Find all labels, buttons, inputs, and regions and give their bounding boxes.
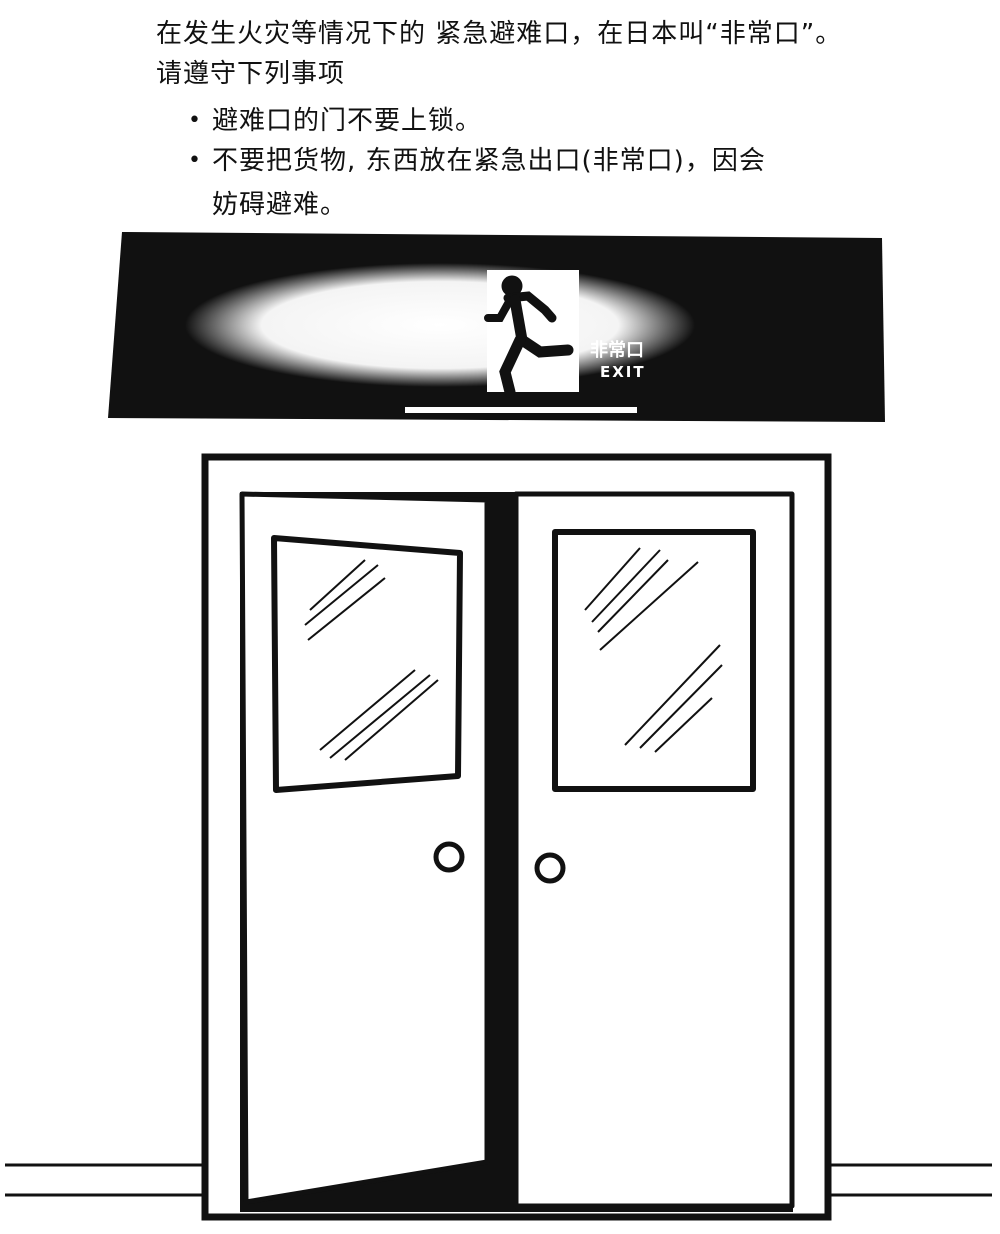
intro-line-2: 请遵守下列事项 (156, 59, 346, 89)
rule-2-line-2: 妨碍避难。 (212, 190, 348, 220)
running-man-icon (484, 275, 574, 398)
left-door (239, 491, 490, 1205)
exit-sign-label-en: EXIT (600, 363, 646, 381)
rule-1: 避难口的门不要上锁。 (212, 106, 483, 136)
bullet-2: • (188, 148, 201, 173)
right-door-knob (534, 852, 566, 884)
bullet-1: • (188, 108, 201, 133)
floor-baseboard (5, 1163, 992, 1197)
exit-sign: 非常口 EXIT (108, 232, 885, 422)
right-door (513, 491, 795, 1209)
exit-sign-label-jp: 非常口 (590, 339, 644, 361)
rule-2-line-1: 不要把货物, 东西放在紧急出口(非常口)，因会 (212, 146, 766, 176)
left-door-knob (433, 841, 465, 873)
intro-line-1: 在发生火灾等情况下的 紧急避难口，在日本叫“非常口”。 (156, 19, 843, 49)
